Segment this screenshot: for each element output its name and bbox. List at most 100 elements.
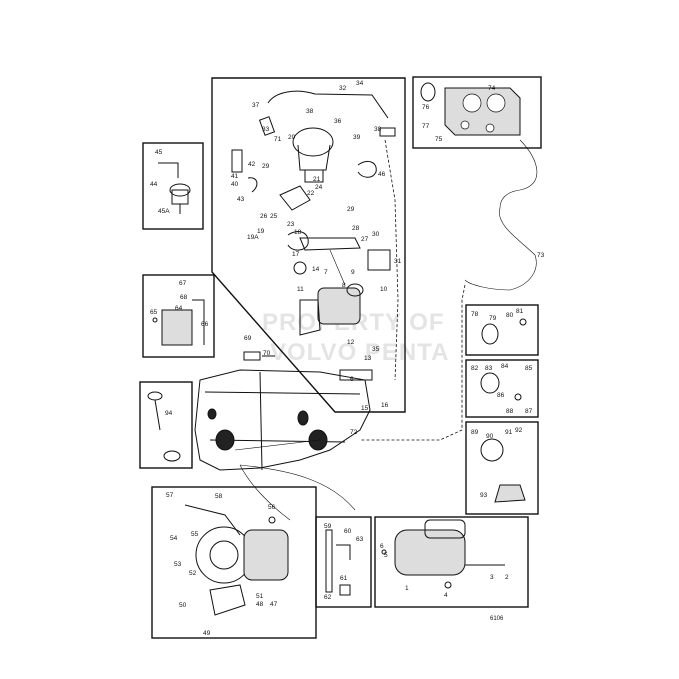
callout: 27 bbox=[361, 236, 369, 243]
callout: 45 bbox=[155, 149, 163, 156]
condenser bbox=[339, 369, 373, 381]
terminal-30 bbox=[367, 249, 391, 271]
callout: 28 bbox=[352, 225, 360, 232]
callout: 53 bbox=[174, 561, 182, 568]
callout: 32 bbox=[339, 85, 347, 92]
callout: 26 bbox=[260, 213, 268, 220]
callout: 73 bbox=[537, 252, 545, 259]
callout: 88 bbox=[506, 408, 514, 415]
callout: 30 bbox=[372, 231, 380, 238]
callout: 20 bbox=[288, 134, 296, 141]
callout: 93 bbox=[480, 492, 488, 499]
callout: 75 bbox=[435, 136, 443, 143]
distributor-cap bbox=[292, 127, 334, 157]
callout: 87 bbox=[525, 408, 533, 415]
callout: 67 bbox=[179, 280, 187, 287]
callout: 16 bbox=[381, 402, 389, 409]
callout: 2 bbox=[505, 574, 509, 581]
callout: 49 bbox=[203, 630, 211, 637]
instrument-panel bbox=[412, 76, 542, 149]
breaker-plate bbox=[299, 237, 361, 251]
callout: 89 bbox=[471, 429, 479, 436]
callout: 13 bbox=[364, 355, 372, 362]
callout: 76 bbox=[422, 104, 430, 111]
callout: 15 bbox=[361, 405, 369, 412]
callout: 44 bbox=[150, 181, 158, 188]
callout: 23 bbox=[287, 221, 295, 228]
callout: 39 bbox=[353, 134, 361, 141]
starter-motor bbox=[394, 529, 466, 576]
sensor-69-70 bbox=[243, 351, 275, 361]
callout: 66 bbox=[201, 321, 209, 328]
callout: 5 bbox=[384, 552, 388, 559]
harness-73 bbox=[464, 139, 538, 291]
callout: 24 bbox=[315, 184, 323, 191]
engine-fitting-1 bbox=[215, 429, 235, 451]
clamp-17 bbox=[287, 231, 309, 251]
callout: 62 bbox=[324, 594, 332, 601]
callout: 79 bbox=[489, 315, 497, 322]
callout: 61 bbox=[340, 575, 348, 582]
callout: 68 bbox=[180, 294, 188, 301]
callout: 25 bbox=[270, 213, 278, 220]
gauge-box-89 bbox=[465, 421, 539, 515]
callout: 29 bbox=[262, 163, 270, 170]
callout: 50 bbox=[179, 602, 187, 609]
callout: 11 bbox=[297, 286, 304, 293]
watermark-line-2: VOLVO PENTA bbox=[270, 339, 449, 366]
callout: 3 bbox=[490, 574, 494, 581]
callout: 94 bbox=[165, 410, 173, 417]
callout: 47 bbox=[270, 601, 278, 608]
callout: 31 bbox=[394, 258, 402, 265]
callout: 9 bbox=[351, 269, 355, 276]
callout: 34 bbox=[356, 80, 364, 87]
callout: 55 bbox=[191, 531, 199, 538]
callout: 6 bbox=[380, 543, 384, 550]
box-sender bbox=[139, 381, 193, 469]
callout: 45A bbox=[158, 208, 170, 215]
callout: 33 bbox=[262, 126, 270, 133]
callout: 8 bbox=[342, 282, 346, 289]
callout: 19 bbox=[257, 228, 265, 235]
callout: 29 bbox=[347, 206, 355, 213]
solenoid bbox=[424, 519, 466, 539]
callout: 52 bbox=[189, 570, 197, 577]
callout: 10 bbox=[380, 286, 388, 293]
callout: 83 bbox=[485, 365, 493, 372]
engine-fitting-3 bbox=[297, 410, 309, 426]
callout: 86 bbox=[497, 392, 505, 399]
connector bbox=[379, 127, 396, 137]
callout: 48 bbox=[256, 601, 264, 608]
callout: 65 bbox=[150, 309, 158, 316]
callout: 57 bbox=[166, 492, 174, 499]
gauge-box-78 bbox=[465, 304, 539, 356]
clamp bbox=[279, 185, 311, 211]
callout: 41 bbox=[231, 173, 239, 180]
callout: 35 bbox=[372, 346, 380, 353]
callout: 85 bbox=[525, 365, 533, 372]
callout: 18 bbox=[294, 229, 302, 236]
callout: 19A bbox=[247, 234, 259, 241]
alternator-body bbox=[243, 529, 289, 581]
callout: 60 bbox=[344, 528, 352, 535]
regulator bbox=[161, 309, 193, 346]
harness-dashed bbox=[360, 284, 466, 441]
callout: 38 bbox=[374, 126, 382, 133]
callout: 63 bbox=[356, 536, 364, 543]
engine-outline bbox=[194, 369, 371, 521]
distributor-panel bbox=[211, 77, 406, 413]
callout: 51 bbox=[256, 593, 264, 600]
callout: 1 bbox=[405, 585, 409, 592]
callout: 78 bbox=[471, 311, 479, 318]
callout: 12 bbox=[347, 339, 355, 346]
callout: 38 bbox=[306, 108, 314, 115]
callout: 54 bbox=[170, 535, 178, 542]
plug-cap bbox=[258, 116, 276, 136]
callout: 43 bbox=[237, 196, 245, 203]
callout: 70 bbox=[263, 350, 271, 357]
callout: 6 bbox=[350, 376, 354, 383]
callout: 7 bbox=[324, 269, 328, 276]
coil-bracket bbox=[299, 299, 321, 336]
callout: 4 bbox=[444, 592, 448, 599]
